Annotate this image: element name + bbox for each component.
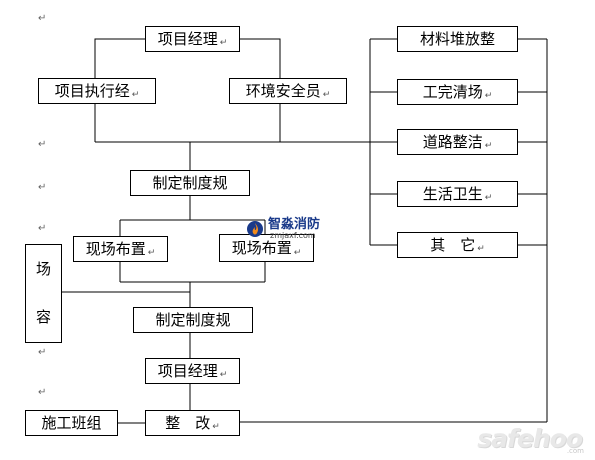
box-executive-manager: 项目执行经↵	[38, 78, 156, 104]
box-site-clearing: 工完清场↵	[397, 79, 518, 105]
box-site-layout-left: 现场布置↵	[73, 236, 168, 262]
box-rectify: 整 改↵	[145, 410, 240, 436]
box-label: 道路整洁	[422, 132, 483, 151]
paragraph-mark: ↵	[477, 244, 485, 254]
paragraph-mark: ↵	[484, 141, 493, 151]
box-establish-rules-1: 制定制度规	[130, 170, 250, 196]
paragraph-mark: ↵	[38, 139, 47, 150]
paragraph-mark: ↵	[147, 248, 156, 258]
box-establish-rules-2: 制定制度规	[133, 307, 253, 333]
paragraph-mark: ↵	[212, 422, 220, 432]
line-pm-to-subordinates	[94, 38, 145, 78]
box-label: 项目经理	[157, 29, 218, 48]
box-site-appearance: 场 容	[25, 244, 62, 343]
box-label: 施工班组	[41, 413, 102, 432]
box-label: 材料堆放整	[419, 29, 495, 48]
box-label-bottom: 容	[35, 308, 51, 327]
paragraph-mark: ↵	[484, 193, 493, 203]
box-site-layout-right: 现场布置↵	[219, 234, 314, 262]
box-label: 其 它	[430, 235, 476, 254]
box-label: 项目执行经	[54, 81, 130, 100]
paragraph-mark: ↵	[38, 13, 47, 24]
box-road-clean: 道路整洁↵	[397, 129, 518, 155]
box-label: 项目经理	[157, 361, 218, 380]
box-materials-stacking: 材料堆放整	[397, 26, 518, 52]
box-label: 现场布置	[85, 239, 146, 258]
paragraph-mark: ↵	[38, 182, 47, 193]
box-label: 现场布置	[231, 238, 292, 257]
watermark-subtitle: zmjaxf.com	[270, 231, 316, 240]
paragraph-mark: ↵	[38, 387, 47, 398]
paragraph-mark: ↵	[131, 90, 140, 100]
footer-watermark-logo: safehoo .com	[440, 424, 590, 455]
paragraph-mark: ↵	[38, 347, 47, 358]
box-safety-officer: 环境安全员↵	[229, 78, 347, 104]
paragraph-mark: ↵	[484, 91, 493, 101]
footer-watermark-text: safehoo	[477, 424, 583, 453]
box-label: 整 改	[165, 413, 211, 432]
box-work-team: 施工班组	[25, 410, 118, 436]
box-label-top: 场	[35, 259, 51, 278]
flame-icon	[247, 221, 263, 237]
box-project-manager-bottom: 项目经理↵	[145, 358, 240, 384]
box-label: 制定制度规	[152, 173, 228, 192]
box-label: 工完清场	[422, 82, 483, 101]
box-living-hygiene: 生活卫生↵	[397, 181, 518, 207]
footer-watermark-sub: .com	[566, 447, 584, 455]
paragraph-mark: ↵	[219, 370, 228, 380]
watermark-title: 智淼消防	[268, 217, 321, 232]
box-other: 其 它↵	[397, 232, 518, 258]
box-label: 环境安全员	[245, 81, 321, 100]
watermark-logo: 智淼消防 zmjaxf.com	[246, 218, 336, 244]
paragraph-mark: ↵	[38, 223, 47, 234]
paragraph-mark: ↵	[219, 38, 228, 48]
paragraph-mark: ↵	[322, 90, 331, 100]
paragraph-mark: ↵	[293, 248, 302, 258]
box-project-manager-top: 项目经理↵	[145, 26, 240, 52]
box-label: 生活卫生	[422, 184, 483, 203]
box-label: 制定制度规	[155, 310, 231, 329]
